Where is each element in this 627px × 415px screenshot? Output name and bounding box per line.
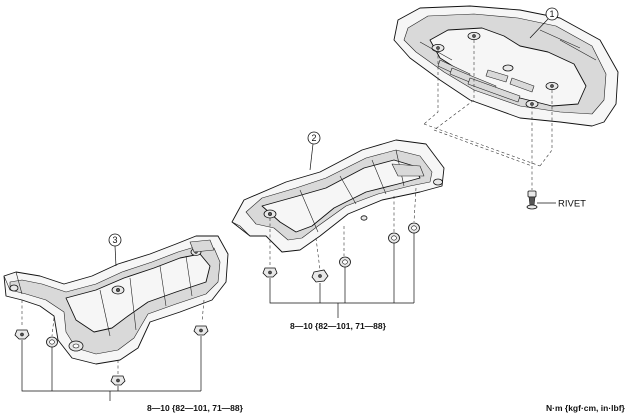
svg-text:1: 1 (549, 9, 554, 19)
nut-f1 (14, 329, 30, 340)
insulator-plate-rear (393, 5, 619, 127)
nut-f3 (110, 375, 126, 386)
projection-lines-part1 (423, 40, 553, 190)
washer-f2 (46, 336, 58, 348)
heat-insulator-middle (231, 139, 445, 253)
nut-m2 (311, 269, 329, 283)
torque-spec-front: 8—10 {82—101, 71—88} (147, 403, 244, 413)
nut-f4 (193, 325, 209, 336)
washer-m5 (408, 222, 420, 234)
torque-leaders-middle (269, 233, 415, 318)
washer-m4 (388, 232, 400, 244)
svg-text:2: 2 (311, 133, 316, 143)
torque-spec-middle: 8—10 {82—101, 71—88} (290, 321, 387, 331)
units-note: N·m {kgf·cm, in·lbf} (546, 403, 626, 413)
nuts-middle (262, 222, 420, 283)
nuts-front (14, 325, 209, 386)
projection-lines-part3 (21, 299, 205, 374)
callout-2: 2 (307, 131, 321, 171)
nut-m1 (262, 267, 278, 278)
torque-leaders-front (21, 336, 202, 401)
washer-m3 (339, 256, 351, 268)
rivet-label: RIVET (558, 199, 586, 210)
callout-1: 1 (529, 7, 559, 39)
svg-text:3: 3 (112, 235, 117, 245)
projection-lines-part2 (269, 187, 417, 271)
rivet: RIVET (526, 190, 586, 210)
callout-3: 3 (108, 233, 122, 267)
heat-insulator-front (3, 235, 229, 365)
